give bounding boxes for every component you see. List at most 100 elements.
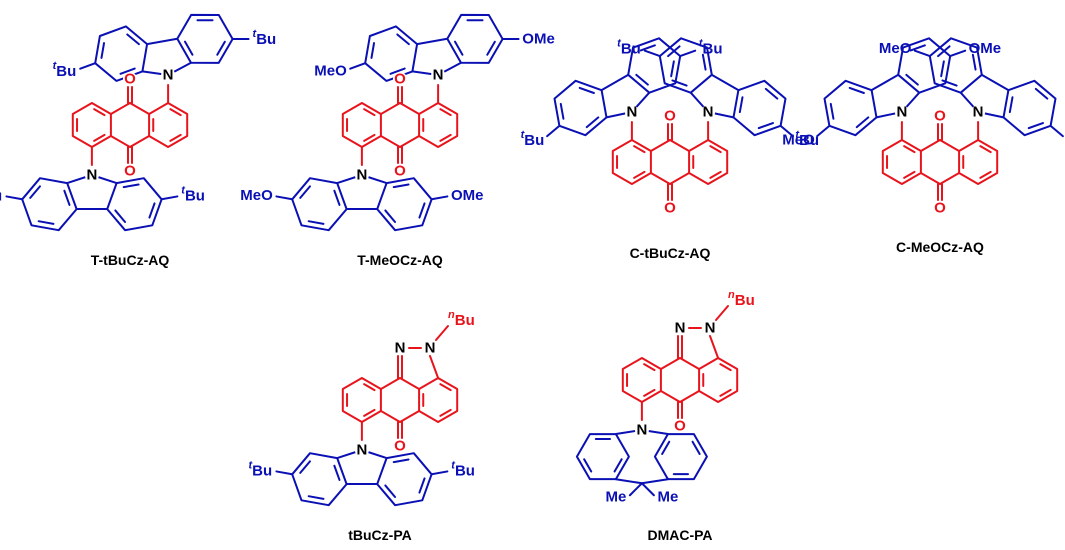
substituent-bond bbox=[349, 62, 367, 70]
compound-name: tBuCz-PA bbox=[348, 527, 412, 543]
substituent-bond bbox=[679, 49, 697, 58]
aromatic-bond bbox=[738, 96, 744, 114]
atom-mask bbox=[673, 419, 687, 433]
benzene-ring bbox=[418, 102, 459, 148]
prefix-label: t bbox=[53, 60, 58, 72]
aromatic-bond bbox=[148, 202, 156, 219]
bond bbox=[146, 37, 179, 46]
bond bbox=[980, 73, 1010, 92]
bond bbox=[379, 377, 401, 390]
nitrogen-atom: N bbox=[626, 104, 637, 121]
oxygen-atom: O bbox=[664, 108, 676, 125]
benzene-ring bbox=[881, 139, 922, 185]
atom-mask bbox=[634, 423, 649, 437]
prefix-label: n bbox=[728, 289, 735, 301]
group-label: Bu bbox=[252, 462, 272, 479]
aromatic-bond bbox=[418, 202, 426, 219]
aromatic-bond bbox=[701, 53, 707, 71]
prefix-label: t bbox=[795, 129, 800, 141]
aromatic-bond bbox=[583, 458, 593, 473]
aromatic-bond bbox=[122, 183, 140, 189]
atom-mask bbox=[423, 341, 437, 355]
aromatic-bond bbox=[719, 388, 732, 397]
compound-name: C-MeOCz-AQ bbox=[896, 239, 984, 255]
methoxy-group: OMe bbox=[522, 31, 555, 48]
bond bbox=[649, 139, 671, 152]
aromatic-bond bbox=[183, 40, 194, 56]
prefix-label: t bbox=[181, 184, 186, 196]
aromatic-bond bbox=[671, 79, 688, 87]
atom-mask bbox=[354, 168, 369, 182]
aromatic-bond bbox=[384, 209, 397, 223]
aromatic-bond bbox=[363, 133, 376, 142]
methoxy-group: OMe bbox=[969, 40, 1002, 57]
aromatic-bond bbox=[63, 189, 71, 206]
prefix-label: t bbox=[249, 459, 254, 471]
aromatic-bond bbox=[384, 484, 397, 498]
bond bbox=[709, 335, 720, 359]
aromatic-bond bbox=[299, 460, 311, 474]
bond bbox=[109, 102, 131, 115]
benzene-ring bbox=[688, 139, 729, 185]
bond bbox=[399, 102, 421, 115]
atom-mask bbox=[663, 201, 677, 215]
bond bbox=[939, 139, 961, 152]
benzene-ring bbox=[658, 37, 713, 94]
aromatic-bond bbox=[1034, 87, 1049, 100]
oxygen-atom: O bbox=[394, 163, 406, 180]
nitrogen-atom: N bbox=[425, 340, 436, 357]
atom-mask bbox=[161, 68, 176, 82]
group-label: Bu bbox=[735, 292, 755, 309]
aromatic-bond bbox=[633, 170, 646, 179]
aromatic-bond bbox=[578, 86, 595, 95]
oxygen-atom: O bbox=[394, 71, 406, 88]
benzene-ring bbox=[928, 37, 983, 94]
methyl-group: Me bbox=[605, 489, 626, 506]
aromatic-bond bbox=[370, 42, 376, 59]
substituent-bond bbox=[275, 195, 294, 201]
aromatic-bond bbox=[667, 45, 681, 58]
group-label: Bu bbox=[0, 187, 2, 204]
aromatic-bond bbox=[453, 40, 464, 56]
prefix-label: t bbox=[699, 38, 704, 50]
atom-mask bbox=[933, 109, 947, 123]
aromatic-bond bbox=[216, 40, 226, 56]
aromatic-bond bbox=[439, 133, 452, 142]
bond bbox=[600, 73, 630, 92]
group-label: Bu bbox=[703, 40, 723, 57]
tbu-group: tBu bbox=[181, 184, 205, 204]
atom-mask bbox=[393, 164, 407, 178]
aromatic-bond bbox=[93, 133, 106, 142]
aromatic-bond bbox=[169, 108, 182, 117]
nitrogen-atom: N bbox=[896, 104, 907, 121]
group-label: Bu bbox=[524, 132, 544, 149]
tbu-group: tBu bbox=[617, 38, 641, 58]
oxygen-atom: O bbox=[934, 108, 946, 125]
prefix-label: n bbox=[448, 309, 455, 321]
bond bbox=[679, 390, 701, 403]
bond bbox=[614, 478, 643, 485]
donor-bonds bbox=[5, 13, 1064, 507]
bond bbox=[435, 325, 449, 341]
bond bbox=[669, 139, 691, 152]
aromatic-bond bbox=[333, 189, 341, 206]
aromatic-bond bbox=[940, 60, 945, 78]
atom-mask bbox=[703, 321, 717, 335]
compound-name: C-tBuCz-AQ bbox=[630, 245, 711, 261]
bond bbox=[379, 102, 401, 115]
group-label: Bu bbox=[455, 312, 475, 329]
atom-mask bbox=[393, 439, 407, 453]
aromatic-bond bbox=[941, 79, 958, 87]
substituent-bond bbox=[160, 195, 179, 201]
aromatic-bond bbox=[363, 108, 376, 117]
nitrogen-atom: N bbox=[163, 67, 174, 84]
compound-name: DMAC-PA bbox=[647, 527, 712, 543]
substituent-bond bbox=[5, 195, 24, 201]
aromatic-bond bbox=[100, 42, 106, 59]
benzene-ring bbox=[621, 357, 662, 403]
benzene-ring bbox=[958, 139, 999, 185]
aromatic-bond bbox=[363, 383, 376, 392]
aromatic-bond bbox=[307, 495, 325, 500]
